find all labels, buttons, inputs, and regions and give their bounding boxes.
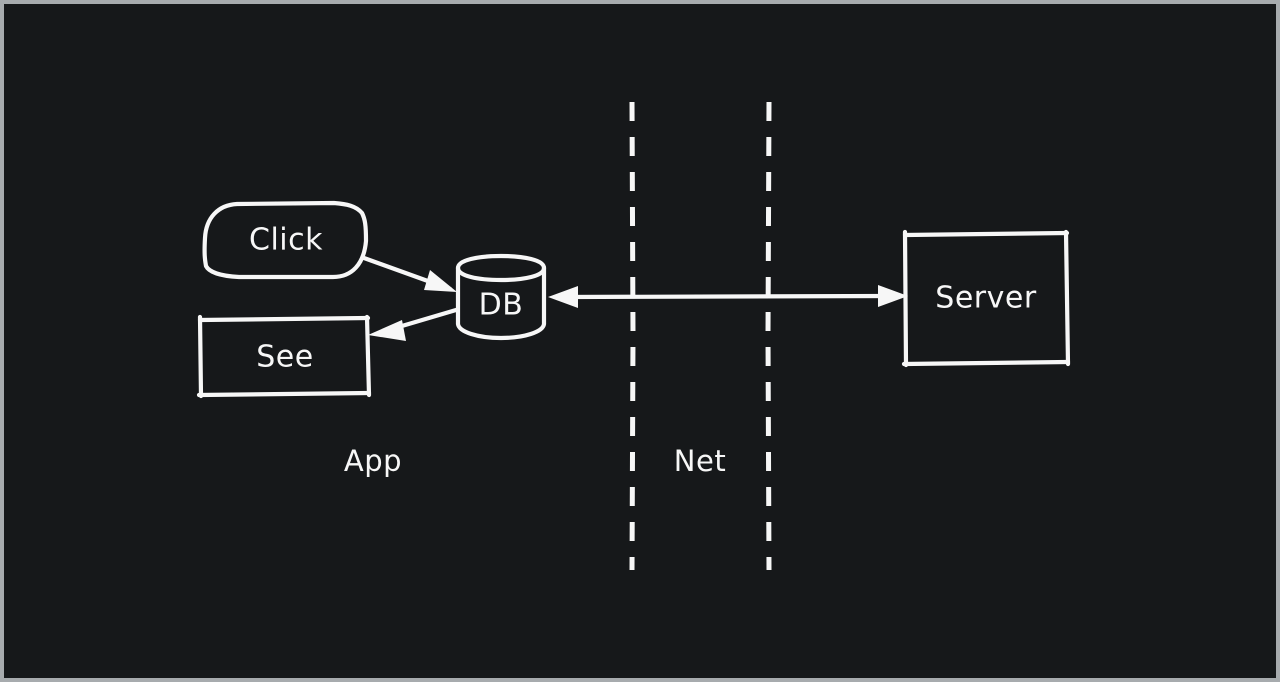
see-right-edge bbox=[364, 314, 372, 398]
db-top-ellipse bbox=[455, 253, 547, 283]
edge-db-to-server-arrowhead-right bbox=[878, 285, 908, 307]
edge-db-to-see-arrowhead bbox=[368, 320, 406, 341]
diagram-canvas-background bbox=[4, 4, 1276, 678]
edge-db-to-server[interactable] bbox=[548, 285, 908, 308]
node-db[interactable]: DB bbox=[455, 253, 547, 341]
node-click[interactable]: Click bbox=[202, 200, 369, 280]
node-click-label: Click bbox=[249, 223, 323, 258]
zone-label-net: Net bbox=[674, 444, 726, 478]
server-top-edge bbox=[902, 230, 1070, 238]
node-server-label: Server bbox=[935, 281, 1037, 316]
edge-click-to-db-arrowhead bbox=[424, 270, 457, 292]
node-see-label: See bbox=[256, 340, 313, 375]
see-bottom-edge bbox=[196, 390, 372, 398]
node-see[interactable]: See bbox=[196, 314, 372, 399]
server-bottom-edge bbox=[901, 359, 1071, 367]
see-left-edge bbox=[197, 314, 204, 399]
node-server[interactable]: Server bbox=[901, 229, 1071, 368]
divider-left bbox=[629, 101, 636, 571]
edge-db-to-server-line bbox=[563, 293, 895, 300]
zone-label-app: App bbox=[344, 444, 402, 478]
server-left-edge bbox=[902, 229, 909, 368]
edge-db-to-server-arrowhead-left bbox=[548, 286, 578, 308]
edge-db-to-see[interactable] bbox=[368, 307, 459, 341]
server-right-edge bbox=[1063, 229, 1071, 367]
edge-click-to-db[interactable] bbox=[361, 255, 457, 292]
click-shape bbox=[202, 200, 369, 280]
see-top-edge bbox=[197, 315, 371, 323]
node-db-label: DB bbox=[479, 288, 524, 323]
divider-right bbox=[765, 101, 772, 571]
db-body bbox=[455, 265, 547, 341]
